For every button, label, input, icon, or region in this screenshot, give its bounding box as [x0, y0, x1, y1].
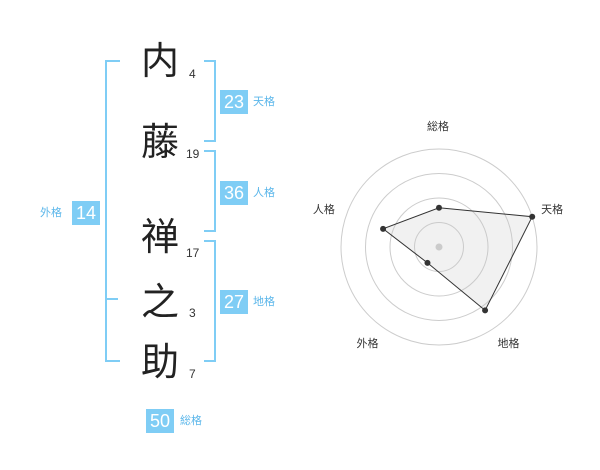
soukaku-label: 総格 — [180, 414, 202, 427]
chikaku-label: 地格 — [253, 295, 275, 308]
radar-point-3 — [482, 307, 489, 314]
chikaku-value: 27 — [220, 290, 248, 314]
jinkaku-value: 36 — [220, 181, 248, 205]
radar-axis-label-1: 総格 — [427, 120, 449, 133]
radar-point-5 — [380, 225, 387, 232]
stroke-count-1: 4 — [189, 67, 196, 81]
radar-center — [435, 243, 443, 251]
radar-ring-1 — [414, 222, 464, 272]
gaikaku-bracket — [105, 60, 120, 362]
soukaku-value: 50 — [146, 409, 174, 433]
name-char-5: 助 — [141, 340, 180, 384]
stroke-count-4: 3 — [189, 306, 196, 320]
tenkaku-bracket — [204, 60, 216, 142]
radar-polygon — [382, 207, 533, 312]
radar-point-2 — [529, 213, 536, 220]
gaikaku-bracket-tick — [105, 298, 118, 300]
stroke-count-5: 7 — [189, 367, 196, 381]
radar-point-1 — [436, 204, 442, 211]
name-char-4: 之 — [141, 280, 180, 324]
stroke-count-3: 17 — [186, 246, 200, 260]
tenkaku-value: 23 — [220, 90, 248, 114]
name-char-1: 内 — [141, 39, 180, 83]
gaikaku-value: 14 — [72, 201, 100, 225]
radar-ring-3 — [365, 173, 513, 321]
radar-point-4 — [424, 259, 431, 266]
chikaku-bracket — [204, 240, 216, 362]
name-char-3: 禅 — [141, 215, 180, 259]
stroke-count-2: 19 — [186, 147, 200, 161]
name-char-2: 藤 — [141, 120, 180, 164]
jinkaku-label: 人格 — [253, 186, 275, 199]
radar-ring-4 — [340, 148, 538, 346]
gaikaku-label: 外格 — [40, 206, 62, 219]
jinkaku-bracket — [204, 150, 216, 232]
radar-axis-label-5: 人格 — [312, 202, 335, 216]
radar-axis-label-4: 外格 — [356, 337, 379, 351]
tenkaku-label: 天格 — [253, 95, 275, 108]
radar-axis-label-3: 地格 — [497, 337, 520, 351]
radar-ring-2 — [389, 197, 489, 297]
radar-axis-label-2: 天格 — [541, 202, 564, 216]
